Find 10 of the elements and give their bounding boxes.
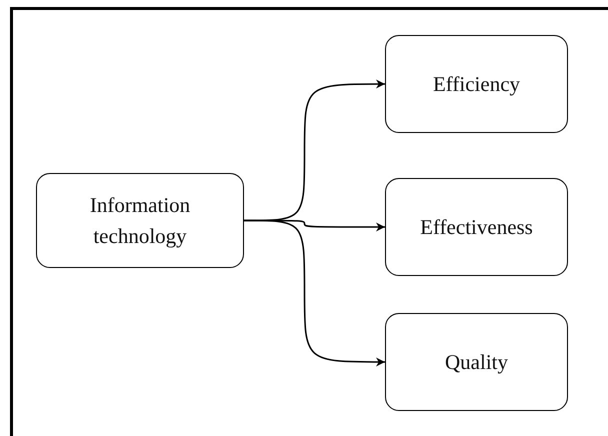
- process-box: [385, 35, 568, 133]
- box-label: Information technology: [88, 192, 192, 250]
- arrow: [244, 220, 385, 366]
- process-box: [385, 313, 568, 411]
- process-box: [36, 173, 244, 268]
- box-label: Efficiency: [432, 70, 520, 98]
- process-box: [385, 178, 568, 276]
- arrow: [244, 80, 385, 222]
- box-label: Effectiveness: [420, 214, 533, 241]
- box-label: Quality: [445, 348, 508, 376]
